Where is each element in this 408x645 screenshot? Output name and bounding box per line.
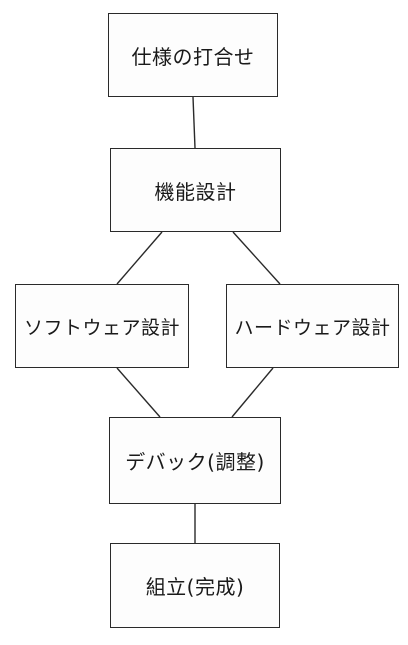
node-hard-label: ハードウェア設計: [234, 316, 391, 339]
node-debug-label: デバック(調整): [125, 450, 265, 474]
edge-func-hard: [232, 231, 281, 285]
edge-spec-func: [192, 96, 196, 149]
node-assembly-label: 組立(完成): [145, 575, 245, 599]
node-assembly: 組立(完成): [110, 543, 280, 628]
edge-soft-debug: [116, 367, 161, 418]
node-func-label: 機能設計: [154, 179, 237, 204]
edge-func-soft: [116, 231, 163, 285]
node-soft-label: ソフトウェア設計: [23, 316, 180, 339]
edge-hard-debug: [231, 367, 274, 418]
node-hardware-design: ハードウェア設計: [226, 284, 399, 368]
node-debug: デバック(調整): [109, 417, 281, 504]
node-functional-design: 機能設計: [110, 148, 281, 232]
node-spec-label: 仕様の打合せ: [131, 44, 255, 69]
node-software-design: ソフトウェア設計: [15, 284, 189, 368]
node-spec-meeting: 仕様の打合せ: [108, 13, 278, 97]
